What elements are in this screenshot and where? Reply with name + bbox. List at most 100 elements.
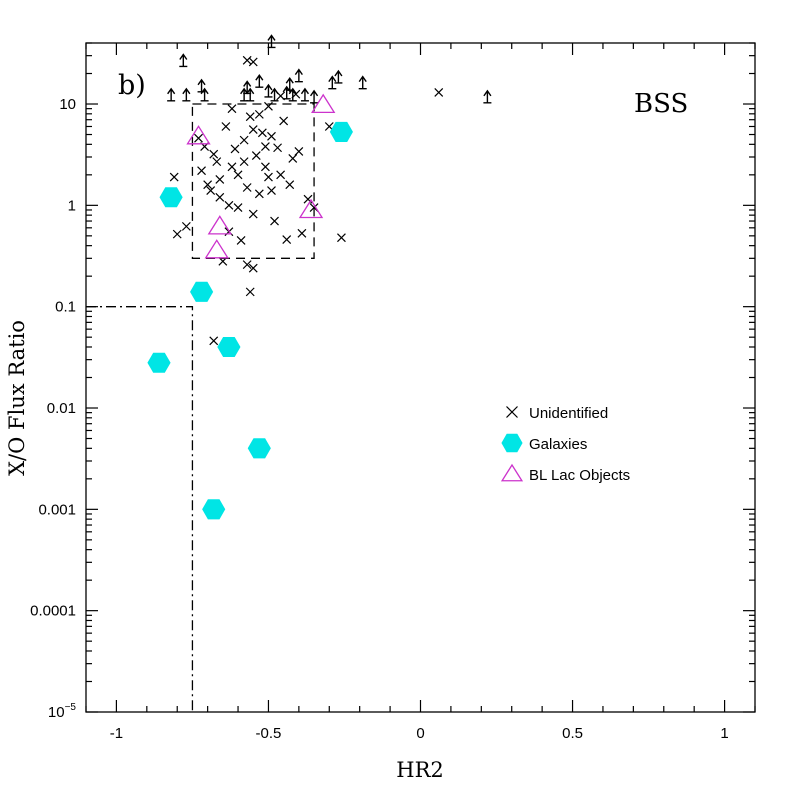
lower-limit-point [255,73,264,88]
unidentified-point [242,55,252,65]
unidentified-point [248,263,258,273]
unidentified-point [264,172,273,182]
x-axis-title: HR2 [396,758,444,782]
unidentified-point [227,104,237,114]
unidentified-point [206,186,216,195]
y-tick-label: 0.001 [38,501,76,518]
unidentified-point [254,109,264,119]
lower-limit-point [328,75,337,90]
unidentified-point [172,229,182,239]
unidentified-point [242,260,252,270]
unidentified-point [236,236,246,245]
galaxy-point [217,337,241,357]
lower-limit-point [294,68,303,83]
lower-limit-point [300,87,310,102]
unidentified-point [197,166,206,176]
unidentified-point [245,287,255,297]
y-tick-label: 0.0001 [30,603,76,620]
galaxy-point [329,121,353,142]
x-tick-label: 0 [416,725,424,742]
cutoff-line [86,306,194,712]
unidentified-point [282,235,292,244]
unidentified-point [227,162,237,172]
lower-limit-point [270,87,279,102]
lower-limit-point [179,53,188,68]
unidentified-point [203,180,213,190]
galaxy-point [202,499,226,520]
lower-limit-point [309,89,319,104]
galaxy-point [159,187,183,208]
unidentified-point [276,170,286,180]
unidentified-point [215,175,225,184]
y-tick-label: 0.01 [47,400,76,417]
legend-bl-lac-marker [500,463,524,482]
selection-box [191,103,315,259]
legend-galaxy-marker [501,433,523,453]
galaxy-point [247,438,271,459]
unidentified-point [212,157,222,167]
unidentified-point [279,116,289,126]
legend-label: BL Lac Objects [529,467,630,484]
y-tick-label: 10 [59,96,76,113]
unidentified-point [273,143,283,153]
x-tick-label: 1 [720,725,728,742]
unidentified-point [248,209,258,219]
unidentified-point [434,88,444,97]
galaxy-point [190,281,214,302]
unidentified-point [230,144,240,154]
unidentified-point [233,203,243,213]
lower-limit-point [288,87,297,102]
lower-limit-point [483,89,492,104]
lower-limit-point [267,34,276,49]
bl-lac-point [186,125,211,145]
unidentified-point [209,149,219,159]
unidentified-point [248,125,258,134]
selection-regions [86,103,315,712]
unidentified-point [251,151,261,160]
legend-label: Unidentified [529,405,608,422]
panel-label: b) [118,70,146,101]
data-marks [147,34,492,520]
legend-unidentified-marker [506,406,518,418]
y-tick-label: 0.1 [55,299,76,316]
unidentified-point [288,154,298,163]
unidentified-point [337,233,346,243]
unidentified-point [303,194,313,204]
y-tick-label: 1 [68,197,76,214]
lower-limit-point [200,87,209,102]
unidentified-point [264,101,273,111]
bl-lac-point [204,239,229,259]
unidentified-point [297,228,307,238]
unidentified-point [294,147,304,156]
bl-lac-point [207,215,232,235]
y-axis-title: X/O Flux Ratio [5,320,29,476]
lower-limit-point [264,83,273,98]
x-tick-label: -1 [110,725,123,742]
survey-annotation: BSS [634,89,688,119]
unidentified-point [215,192,225,202]
unidentified-point [242,183,252,192]
bl-lac-point [311,93,336,114]
galaxy-point [147,352,171,373]
unidentified-point [233,170,243,180]
lower-limit-point [246,87,255,102]
lower-limit-point [334,69,343,84]
unidentified-point [221,122,231,131]
unidentified-point [224,200,234,210]
unidentified-point [218,256,228,266]
lower-limit-point [167,87,176,102]
unidentified-point [285,180,295,190]
unidentified-point [260,142,270,152]
x-tick-label: -0.5 [256,725,282,742]
unidentified-point [248,57,258,67]
unidentified-point [169,172,179,182]
unidentified-point [245,112,255,122]
x-tick-label: 0.5 [562,725,583,742]
bl-lac-point [298,198,324,219]
unidentified-point [181,221,191,231]
unidentified-point [209,336,219,346]
lower-limit-point [358,75,367,90]
